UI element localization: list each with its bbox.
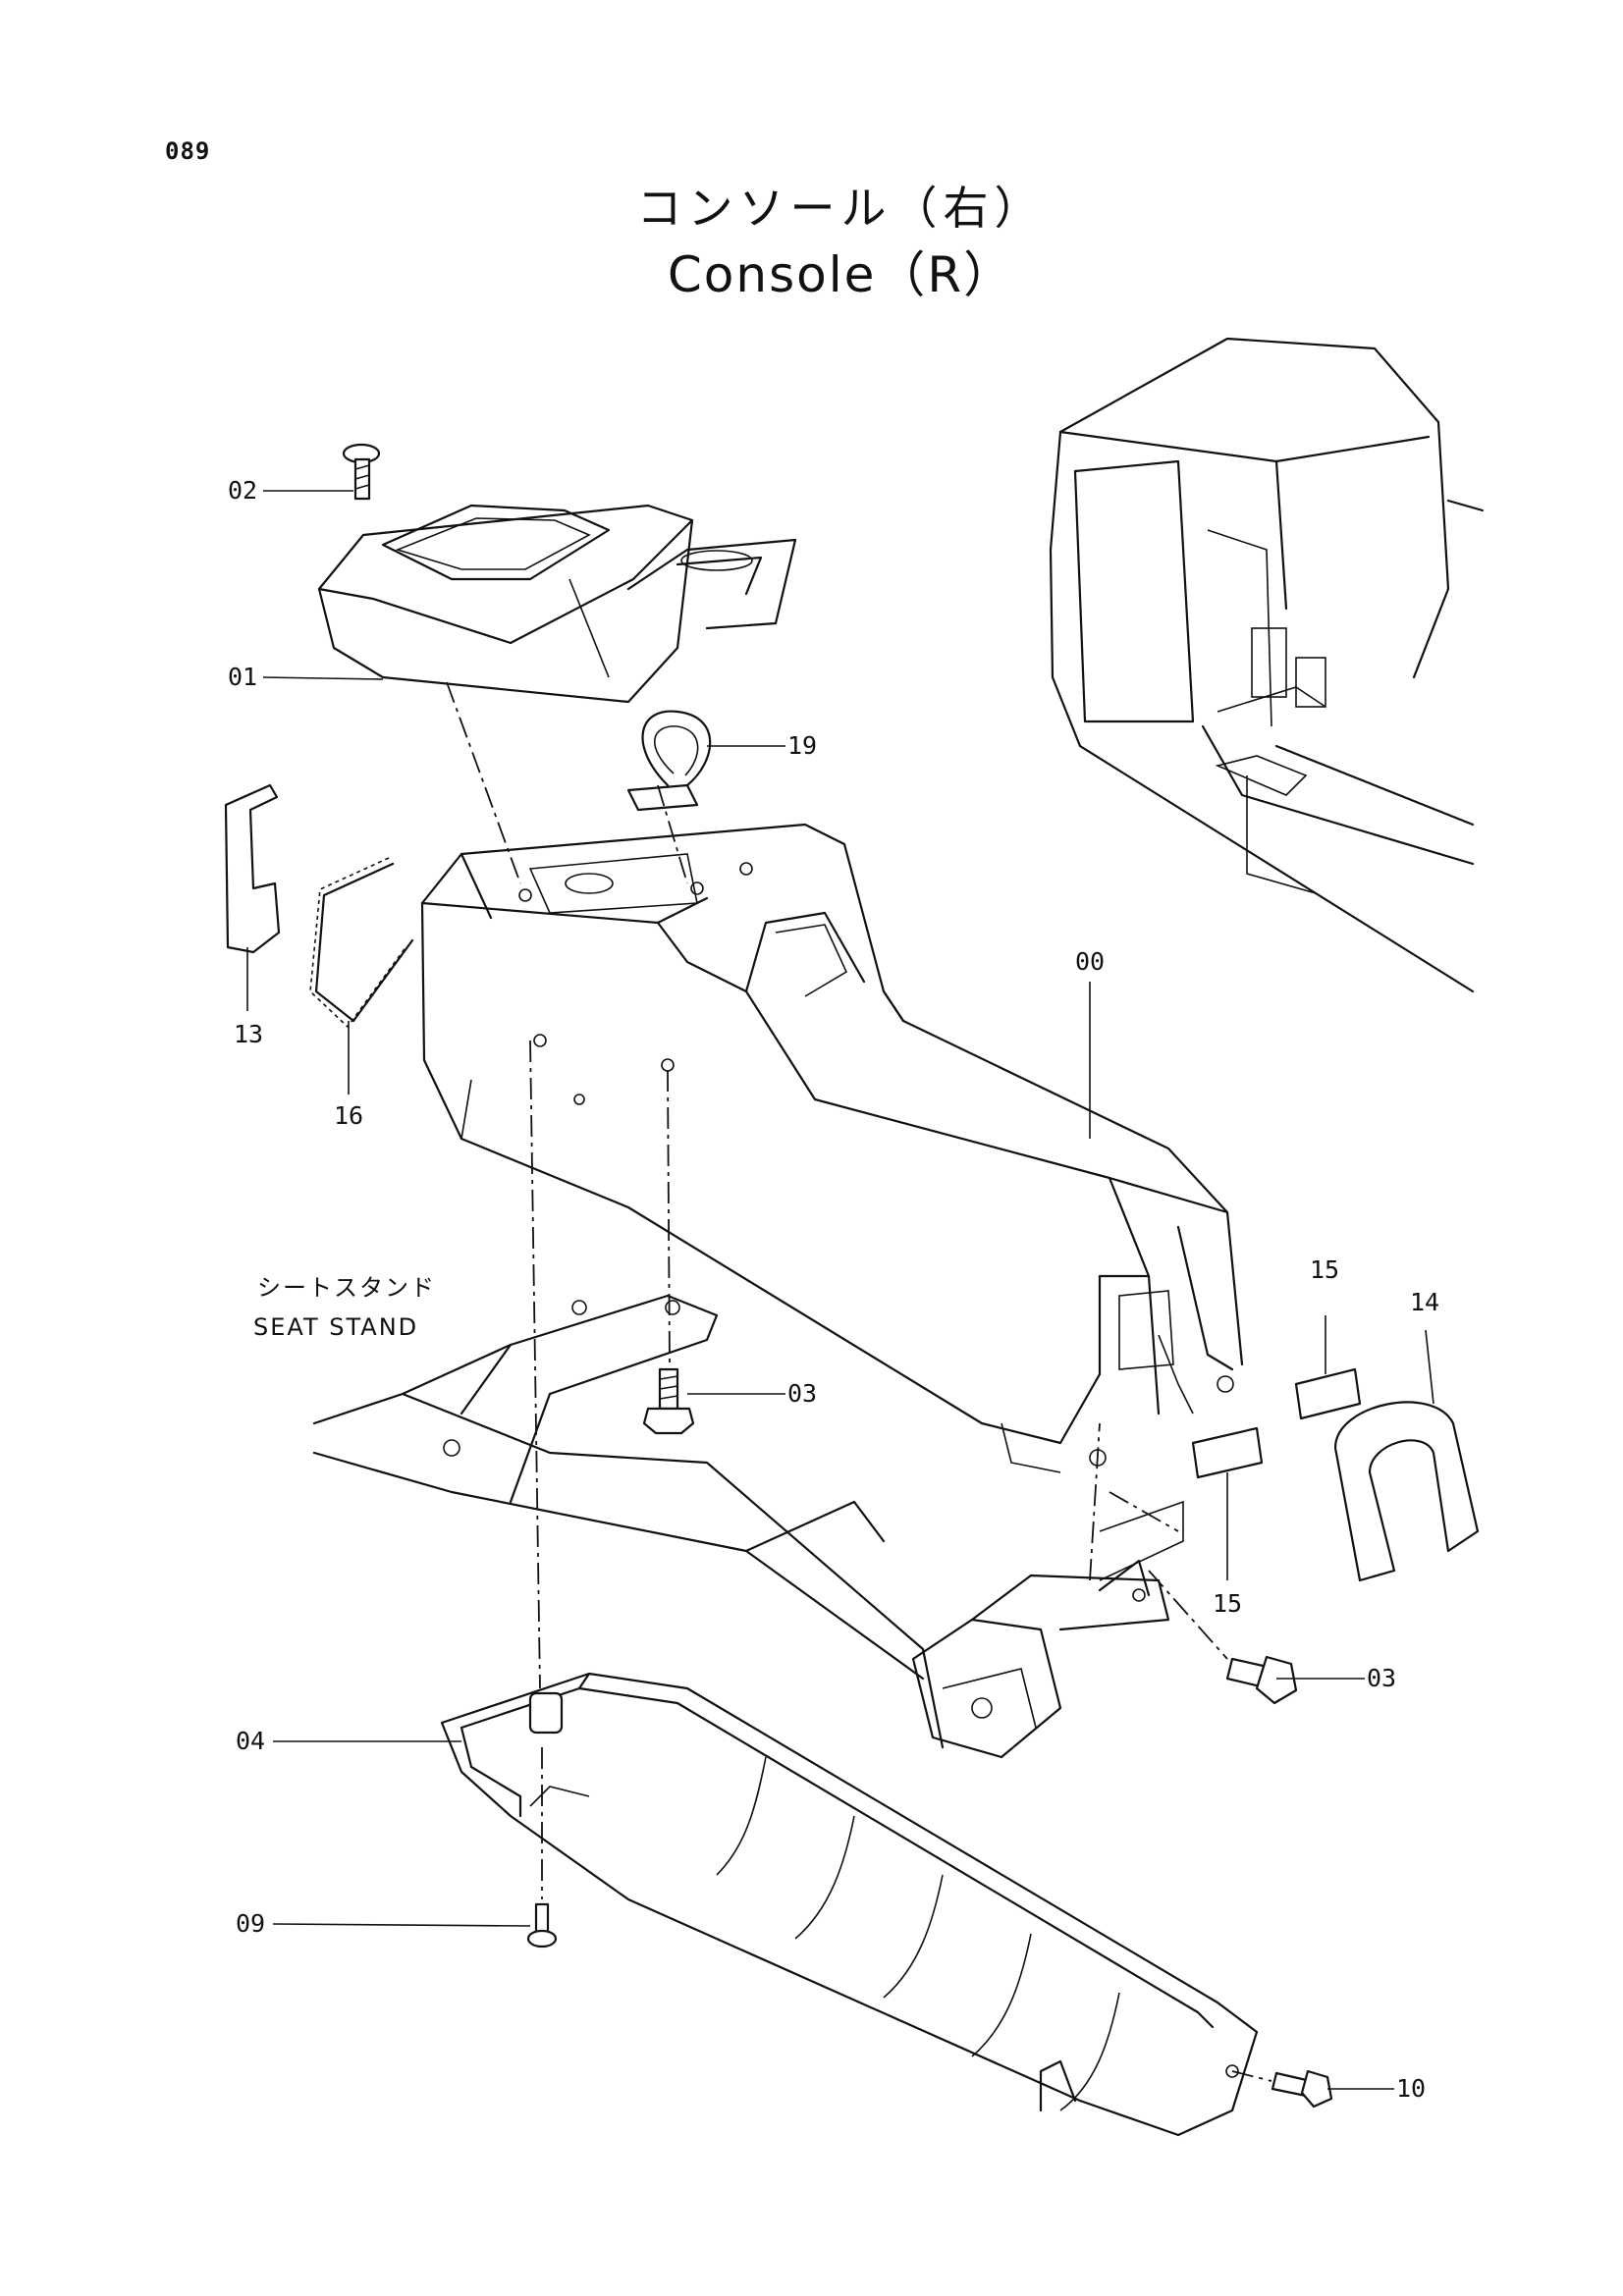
title-english: Console（R）: [667, 246, 1015, 303]
callout-00: 00: [1075, 947, 1105, 976]
assembly-guide-lines: [446, 681, 1272, 2082]
seat-stand-label-english: SEAT STAND: [253, 1313, 418, 1341]
part-04-undercover: [440, 1672, 1259, 2137]
part-03-bolt-upper: [642, 1367, 695, 1435]
callout-16: 16: [334, 1101, 363, 1130]
part-15-pad-lower: [1191, 1426, 1264, 1479]
callout-19: 19: [787, 731, 817, 760]
callout-04: 04: [236, 1727, 265, 1755]
page-number: 089: [165, 137, 211, 165]
seat-stand-frame: [312, 1294, 945, 1749]
part-13-bracket: [224, 783, 281, 954]
part-16-seal-strip: [309, 857, 414, 1029]
callout-03-upper: 03: [787, 1379, 817, 1408]
callout-15-lower: 15: [1213, 1589, 1242, 1618]
seat-stand-label-japanese: シートスタンド: [257, 1274, 436, 1302]
callout-15-upper: 15: [1310, 1255, 1339, 1284]
part-09-screw: [526, 1902, 558, 1949]
callout-09: 09: [236, 1909, 265, 1938]
part-03-bolt-lower: [1225, 1655, 1298, 1705]
callout-02: 02: [228, 476, 257, 505]
callout-01: 01: [228, 663, 257, 691]
lower-bracket: [911, 1500, 1184, 1759]
callout-10: 10: [1396, 2074, 1426, 2103]
part-02-screw: [342, 443, 381, 501]
leader-lines: [246, 490, 1434, 2090]
callout-13: 13: [234, 1020, 263, 1048]
callout-03-lower: 03: [1367, 1664, 1396, 1692]
part-00-console-body: [420, 823, 1244, 1473]
part-14-u-handle: [1333, 1401, 1480, 1582]
title-japanese: コンソール（右）: [636, 182, 1046, 235]
cab-inset-illustration: [1049, 337, 1485, 993]
callout-14: 14: [1410, 1288, 1439, 1316]
part-01-upper-cover: [317, 504, 797, 704]
part-19-band-clamp: [626, 710, 712, 812]
part-10-bolt: [1271, 2069, 1333, 2109]
part-15-pad-upper: [1294, 1367, 1362, 1420]
